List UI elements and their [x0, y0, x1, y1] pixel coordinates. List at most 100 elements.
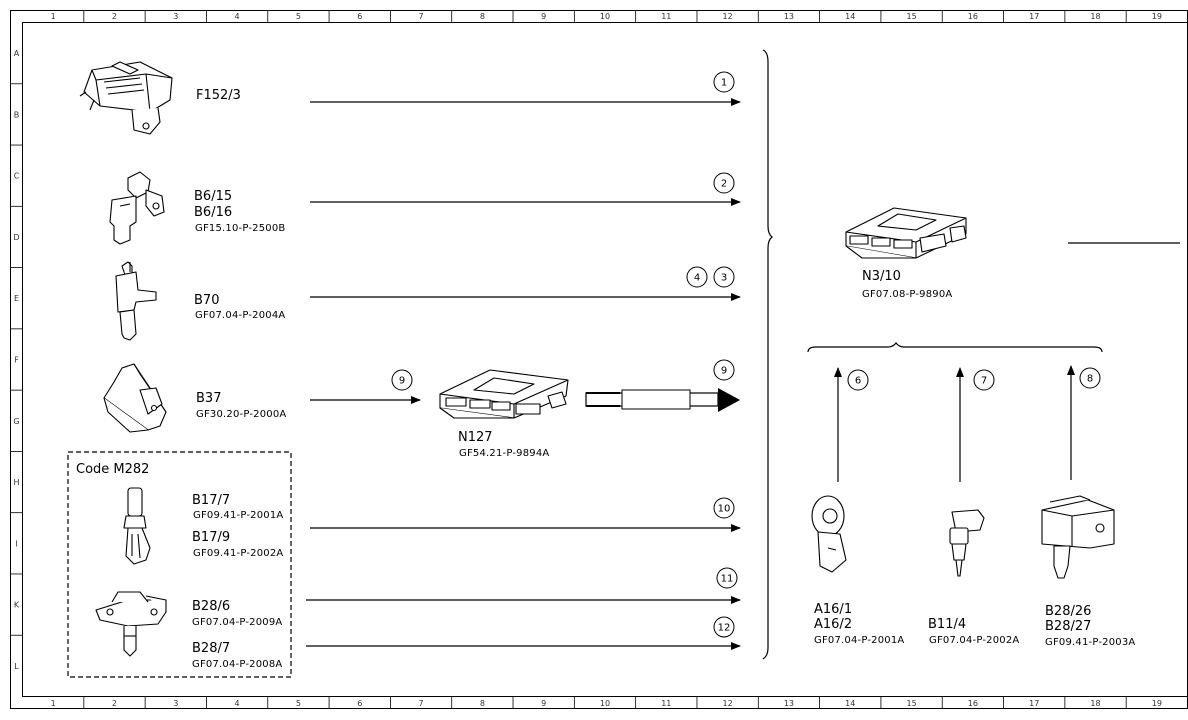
grid-frame — [10, 10, 1188, 709]
grid-col-label-14: 14 — [845, 12, 855, 21]
n3-10-control-unit-icon — [845, 207, 967, 259]
grid-col-label-16: 16 — [968, 12, 978, 21]
grid-col-label-bottom-8: 8 — [480, 699, 485, 708]
signal-number-text: 11 — [721, 574, 734, 585]
b11-4-label: B11/4 — [928, 617, 966, 632]
grid-row-label-A: A — [14, 49, 20, 58]
grid-row-label-H: H — [13, 478, 19, 487]
grid-col-label-bottom-11: 11 — [661, 699, 671, 708]
grid-col-label-2: 2 — [112, 12, 117, 21]
b6-16-label: B6/16 — [194, 205, 232, 220]
grid-row-label-B: B — [14, 110, 20, 119]
code-m282-box — [67, 451, 292, 678]
can-c-bus — [585, 388, 740, 412]
grid-col-label-bottom-3: 3 — [173, 699, 178, 708]
grid-col-label-3: 3 — [173, 12, 178, 21]
grid-col-label-6: 6 — [357, 12, 362, 21]
b37-label: B37 — [196, 391, 221, 406]
input-brace — [762, 49, 773, 660]
grid-col-label-bottom-4: 4 — [235, 699, 240, 708]
grid-col-label-bottom-14: 14 — [845, 699, 855, 708]
grid-col-label-18: 18 — [1090, 12, 1100, 21]
signal-number-text: 2 — [721, 179, 727, 190]
b17-9-ref: GF09.41-P-2002A — [193, 548, 283, 559]
grid-col-label-bottom-9: 9 — [541, 699, 546, 708]
b11-4-ref: GF07.04-P-2002A — [929, 635, 1019, 646]
b70-label: B70 — [194, 293, 219, 308]
grid-col-label-5: 5 — [296, 12, 301, 21]
signal-number-text: 10 — [718, 504, 731, 515]
signal-number-8: 8 — [1079, 367, 1101, 389]
grid-col-label-bottom-12: 12 — [723, 699, 733, 708]
grid-col-label-4: 4 — [235, 12, 240, 21]
b28b-ref: GF09.41-P-2003A — [1045, 637, 1135, 648]
signal-number-text: 4 — [694, 273, 700, 284]
signal-number-10: 10 — [713, 497, 735, 519]
signal-number-11: 11 — [716, 567, 738, 589]
pressure-sensor-icon — [95, 591, 167, 657]
grid-col-label-bottom-5: 5 — [296, 699, 301, 708]
grid-row-label-C: C — [14, 172, 20, 181]
grid-col-label-12: 12 — [723, 12, 733, 21]
grid-col-label-bottom-17: 17 — [1029, 699, 1039, 708]
grid-col-label-11: 11 — [661, 12, 671, 21]
grid-col-label-bottom-18: 18 — [1090, 699, 1100, 708]
camshaft-sensor-icon — [109, 171, 165, 245]
grid-col-label-7: 7 — [419, 12, 424, 21]
grid-col-label-bottom-7: 7 — [419, 699, 424, 708]
grid-col-label-10: 10 — [600, 12, 610, 21]
signal-number-text: 3 — [721, 273, 727, 284]
f152-3-label: F152/3 — [196, 88, 241, 103]
accelerator-pedal-icon — [103, 363, 167, 433]
grid-col-label-9: 9 — [541, 12, 546, 21]
grid-row-label-L: L — [14, 662, 19, 671]
n127-ref: GF54.21-P-9894A — [459, 448, 549, 459]
a16-ref: GF07.04-P-2001A — [814, 635, 904, 646]
grid-col-label-19: 19 — [1152, 12, 1162, 21]
grid-col-label-8: 8 — [480, 12, 485, 21]
grid-row-label-I: I — [15, 539, 17, 548]
grid-ticks — [10, 10, 1127, 709]
signal-number-2: 2 — [713, 172, 735, 194]
signal-number-1: 1 — [713, 71, 735, 93]
grid-col-label-bottom-2: 2 — [112, 699, 117, 708]
signal-number-7: 7 — [973, 369, 995, 391]
b37-ref: GF30.20-P-2000A — [196, 409, 286, 420]
signal-number-text: 9 — [721, 366, 727, 377]
signal-number-text: 7 — [981, 376, 987, 387]
grid-col-label-1: 1 — [51, 12, 56, 21]
n127-label: N127 — [458, 430, 493, 445]
grid-row-label-G: G — [13, 417, 19, 426]
grid-row-label-D: D — [13, 233, 19, 242]
grid-col-label-bottom-13: 13 — [784, 699, 794, 708]
grid-col-label-bottom-10: 10 — [600, 699, 610, 708]
signal-number-text: 1 — [721, 78, 727, 89]
grid-col-label-bottom-16: 16 — [968, 699, 978, 708]
signal-number-text: 6 — [855, 376, 861, 387]
grid-col-label-bottom-1: 1 — [51, 699, 56, 708]
keyless-module-icon — [79, 61, 173, 135]
b28-7-label: B28/7 — [192, 641, 230, 656]
sensor-group-brace — [807, 342, 1103, 353]
b17-7-ref: GF09.41-P-2001A — [193, 510, 283, 521]
signal-number-9: 9 — [713, 359, 735, 381]
signal-number-3: 3 — [713, 266, 735, 288]
signal-number-text: 9 — [399, 376, 405, 387]
b6-15-label: B6/15 — [194, 189, 232, 204]
b70-ref: GF07.04-P-2004A — [195, 310, 285, 321]
grid-col-label-bottom-15: 15 — [906, 699, 916, 708]
b28-6-ref: GF07.04-P-2009A — [192, 617, 282, 628]
signal-number-4: 4 — [686, 266, 708, 288]
grid-col-label-bottom-19: 19 — [1152, 699, 1162, 708]
b28-6-label: B28/6 — [192, 599, 230, 614]
b28-26-label: B28/26 — [1045, 604, 1091, 619]
grid-col-label-bottom-6: 6 — [357, 699, 362, 708]
knock-sensor-icon — [811, 495, 847, 573]
b28-27-label: B28/27 — [1045, 619, 1091, 634]
code-m282-title: Code M282 — [76, 462, 149, 477]
